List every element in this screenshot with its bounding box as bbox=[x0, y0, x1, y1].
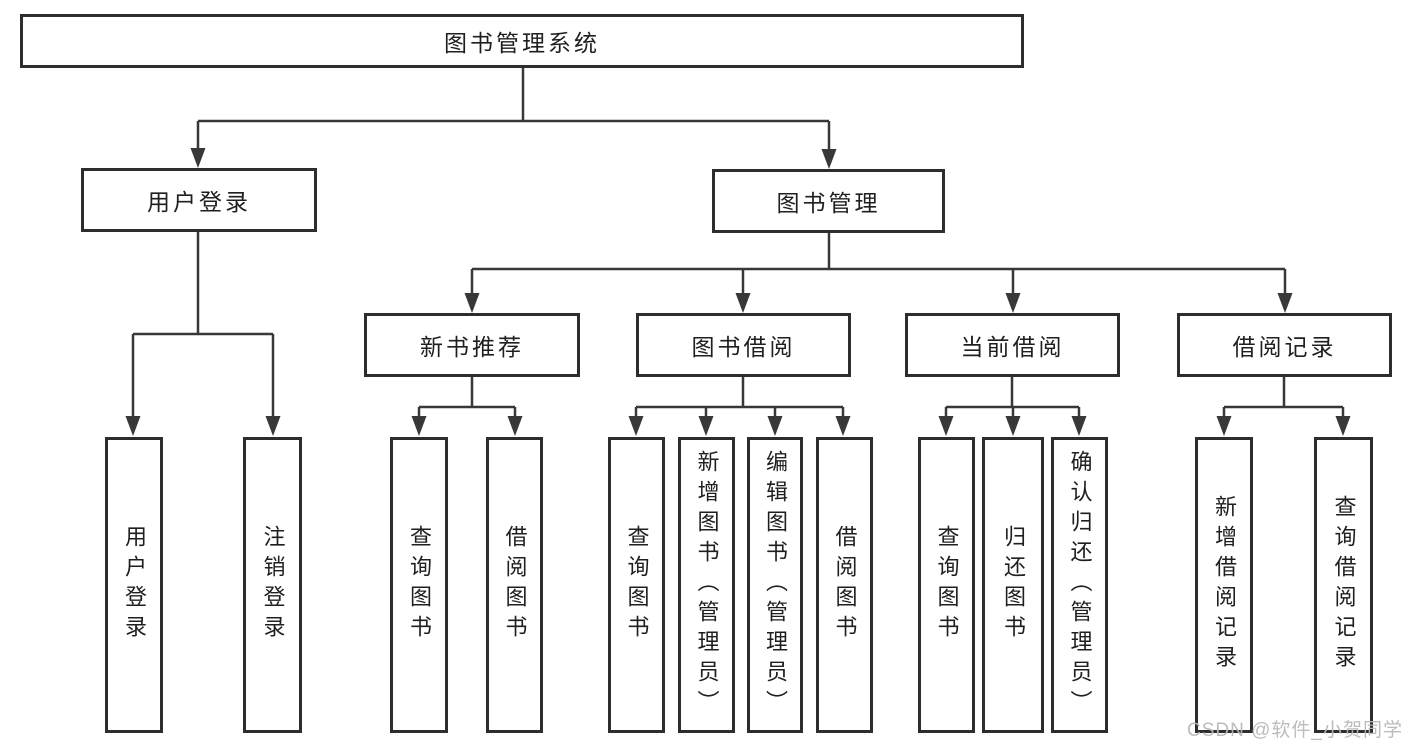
leaf-add-borrow-record: 新增借阅记录 bbox=[1195, 437, 1253, 733]
leaf-add-book-admin-label: 新增图书（管理员） bbox=[694, 450, 720, 720]
leaf-query-book-recommend-label: 查询图书 bbox=[407, 525, 432, 645]
arrowheads bbox=[125, 148, 1351, 436]
leaf-borrow-book-recommend-label: 借阅图书 bbox=[502, 525, 528, 645]
leaf-borrow-book-borrowing: 借阅图书 bbox=[816, 437, 873, 733]
node-current-borrowing: 当前借阅 bbox=[905, 313, 1120, 377]
leaf-add-book-admin: 新增图书（管理员） bbox=[678, 437, 735, 733]
leaf-return-book: 归还图书 bbox=[982, 437, 1044, 733]
leaf-edit-book-admin: 编辑图书（管理员） bbox=[747, 437, 803, 733]
leaf-query-book-current-label: 查询图书 bbox=[934, 525, 960, 645]
leaf-query-book-current: 查询图书 bbox=[918, 437, 975, 733]
node-borrow-records: 借阅记录 bbox=[1177, 313, 1392, 377]
node-book-borrowing: 图书借阅 bbox=[636, 313, 851, 377]
node-new-book-recommend-label: 新书推荐 bbox=[420, 334, 524, 360]
leaf-edit-book-admin-label: 编辑图书（管理员） bbox=[763, 450, 788, 720]
leaf-borrow-book-borrowing-label: 借阅图书 bbox=[832, 525, 858, 645]
node-borrow-records-label: 借阅记录 bbox=[1232, 334, 1337, 360]
node-book-management: 图书管理 bbox=[712, 169, 945, 233]
leaf-confirm-return-admin-label: 确认归还（管理员） bbox=[1067, 450, 1093, 720]
node-current-borrowing-label: 当前借阅 bbox=[960, 334, 1065, 360]
leaf-query-book-borrowing-label: 查询图书 bbox=[624, 525, 650, 645]
leaf-query-book-recommend: 查询图书 bbox=[390, 437, 448, 733]
leaf-user-login-label: 用户登录 bbox=[122, 525, 147, 645]
node-user-login-label: 用户登录 bbox=[147, 189, 251, 215]
node-root-system: 图书管理系统 bbox=[20, 14, 1024, 68]
leaf-logout: 注销登录 bbox=[243, 437, 302, 733]
leaf-query-book-borrowing: 查询图书 bbox=[608, 437, 665, 733]
csdn-watermark: CSDN @软件_小贺同学 bbox=[1187, 720, 1403, 741]
leaf-confirm-return-admin: 确认归还（管理员） bbox=[1051, 437, 1108, 733]
leaf-query-borrow-record: 查询借阅记录 bbox=[1314, 437, 1373, 733]
leaf-borrow-book-recommend: 借阅图书 bbox=[486, 437, 543, 733]
leaf-query-borrow-record-label: 查询借阅记录 bbox=[1331, 495, 1357, 675]
node-user-login: 用户登录 bbox=[81, 168, 317, 232]
node-new-book-recommend: 新书推荐 bbox=[364, 313, 580, 377]
leaf-user-login: 用户登录 bbox=[105, 437, 163, 733]
node-book-management-label: 图书管理 bbox=[776, 190, 881, 216]
node-root-system-label: 图书管理系统 bbox=[444, 30, 600, 56]
leaf-logout-label: 注销登录 bbox=[260, 525, 286, 645]
node-book-borrowing-label: 图书借阅 bbox=[691, 334, 796, 360]
leaf-add-borrow-record-label: 新增借阅记录 bbox=[1212, 495, 1237, 675]
leaf-return-book-label: 归还图书 bbox=[1001, 525, 1026, 645]
